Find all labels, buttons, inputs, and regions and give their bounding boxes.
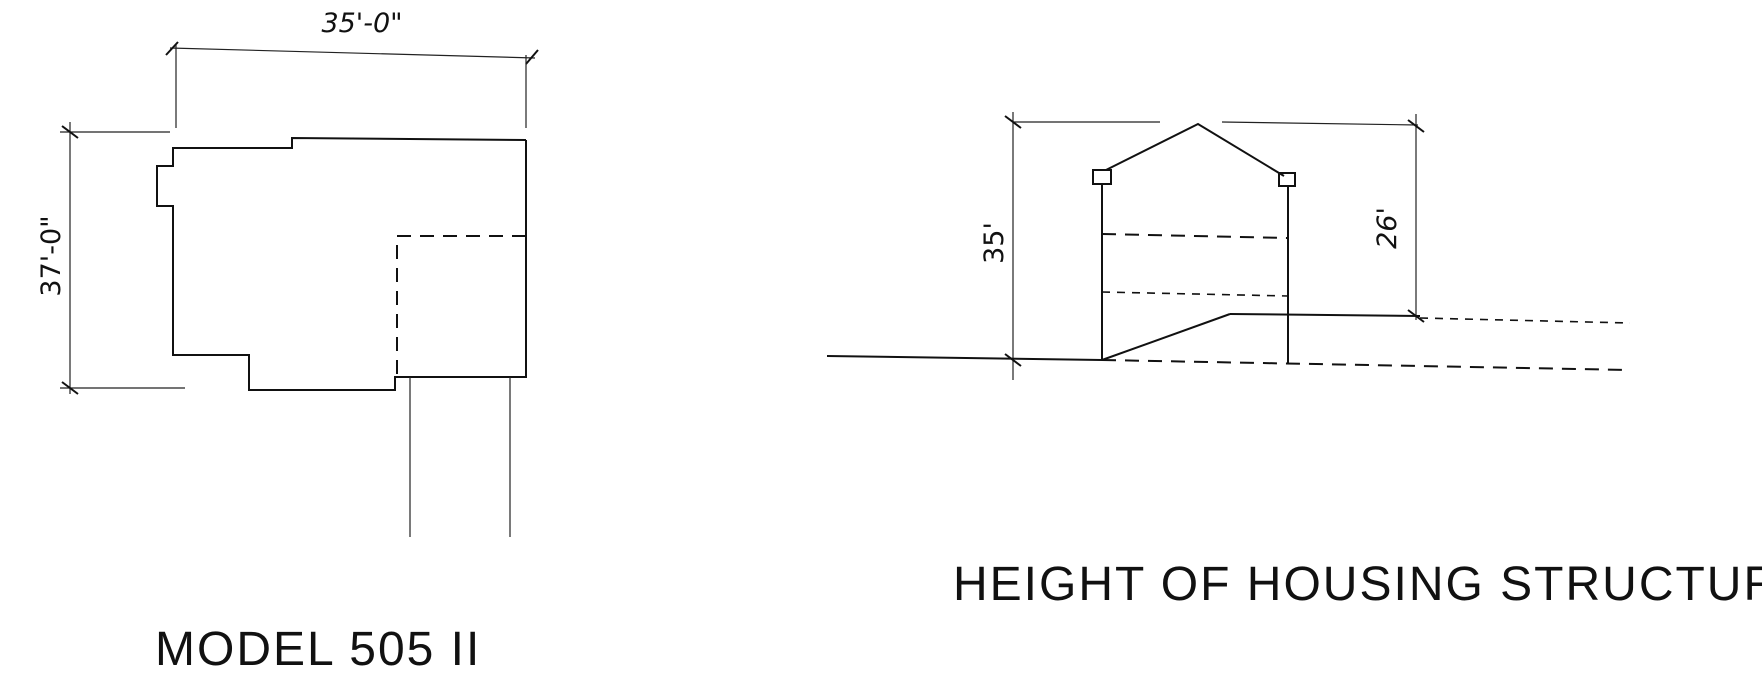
elevation-upper-floor-line: [1101, 233, 1289, 239]
plan-view: 35'-0" 37'-0" MODEL 505 II: [36, 8, 539, 676]
plan-width-tick-right: [525, 49, 539, 65]
elevation-lower-dashed-line: [1101, 359, 1631, 371]
elevation-left-eave: [1092, 169, 1112, 185]
elevation-right-eave: [1278, 172, 1296, 187]
elevation-ground-left: [826, 355, 1103, 361]
elevation-top-reference-line-right: [1221, 121, 1419, 126]
elevation-front-height-dimension: 26': [1372, 207, 1403, 249]
elevation-front-tick-top: [1407, 119, 1425, 133]
elevation-roof: [1105, 122, 1285, 177]
elevation-middle-floor-line: [1101, 291, 1289, 297]
elevation-overall-tick-bottom: [1004, 353, 1022, 367]
elevation-overall-height-dimension: 35': [979, 222, 1010, 264]
plan-depth-tick-bottom: [61, 381, 79, 395]
plan-width-dimension: 35'-0": [321, 8, 402, 39]
plan-width-dimension-line: [169, 47, 536, 59]
elevation-ground-right-extension: [1419, 317, 1631, 324]
plan-depth-dimension: 37'-0": [36, 215, 67, 296]
plan-dashed-garage-outline: [396, 235, 526, 377]
elevation-ground-right: [1229, 313, 1421, 317]
plan-width-tick-left: [165, 41, 179, 56]
elevation-caption: HEIGHT OF HOUSING STRUCTURE: [953, 558, 1762, 611]
plan-caption: MODEL 505 II: [155, 623, 481, 676]
elevation-overall-tick-top: [1004, 115, 1022, 129]
plan-depth-tick-top: [61, 125, 79, 139]
elevation-slope-line: [1101, 313, 1231, 361]
elevation-view: 35' 26' HEIGHT OF HOUSING STRUCTURE: [826, 112, 1762, 611]
plan-footprint-outline: [156, 136, 527, 391]
